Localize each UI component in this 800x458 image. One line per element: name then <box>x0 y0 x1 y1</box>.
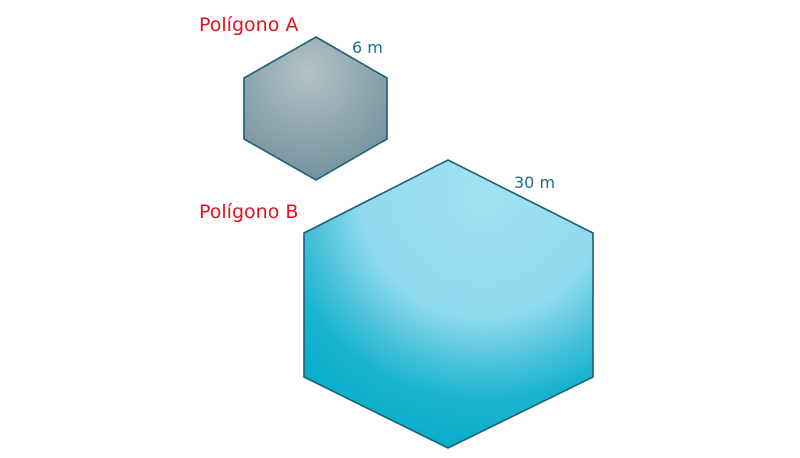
polygon-a-side-label: 6 m <box>352 38 383 57</box>
polygon-b-label: Polígono B <box>199 201 298 223</box>
polygon-a-label: Polígono A <box>199 14 298 36</box>
polygon-b-hexagon <box>303 159 594 449</box>
polygon-b-side-label: 30 m <box>514 173 555 192</box>
polygon-a-hexagon <box>243 36 388 181</box>
